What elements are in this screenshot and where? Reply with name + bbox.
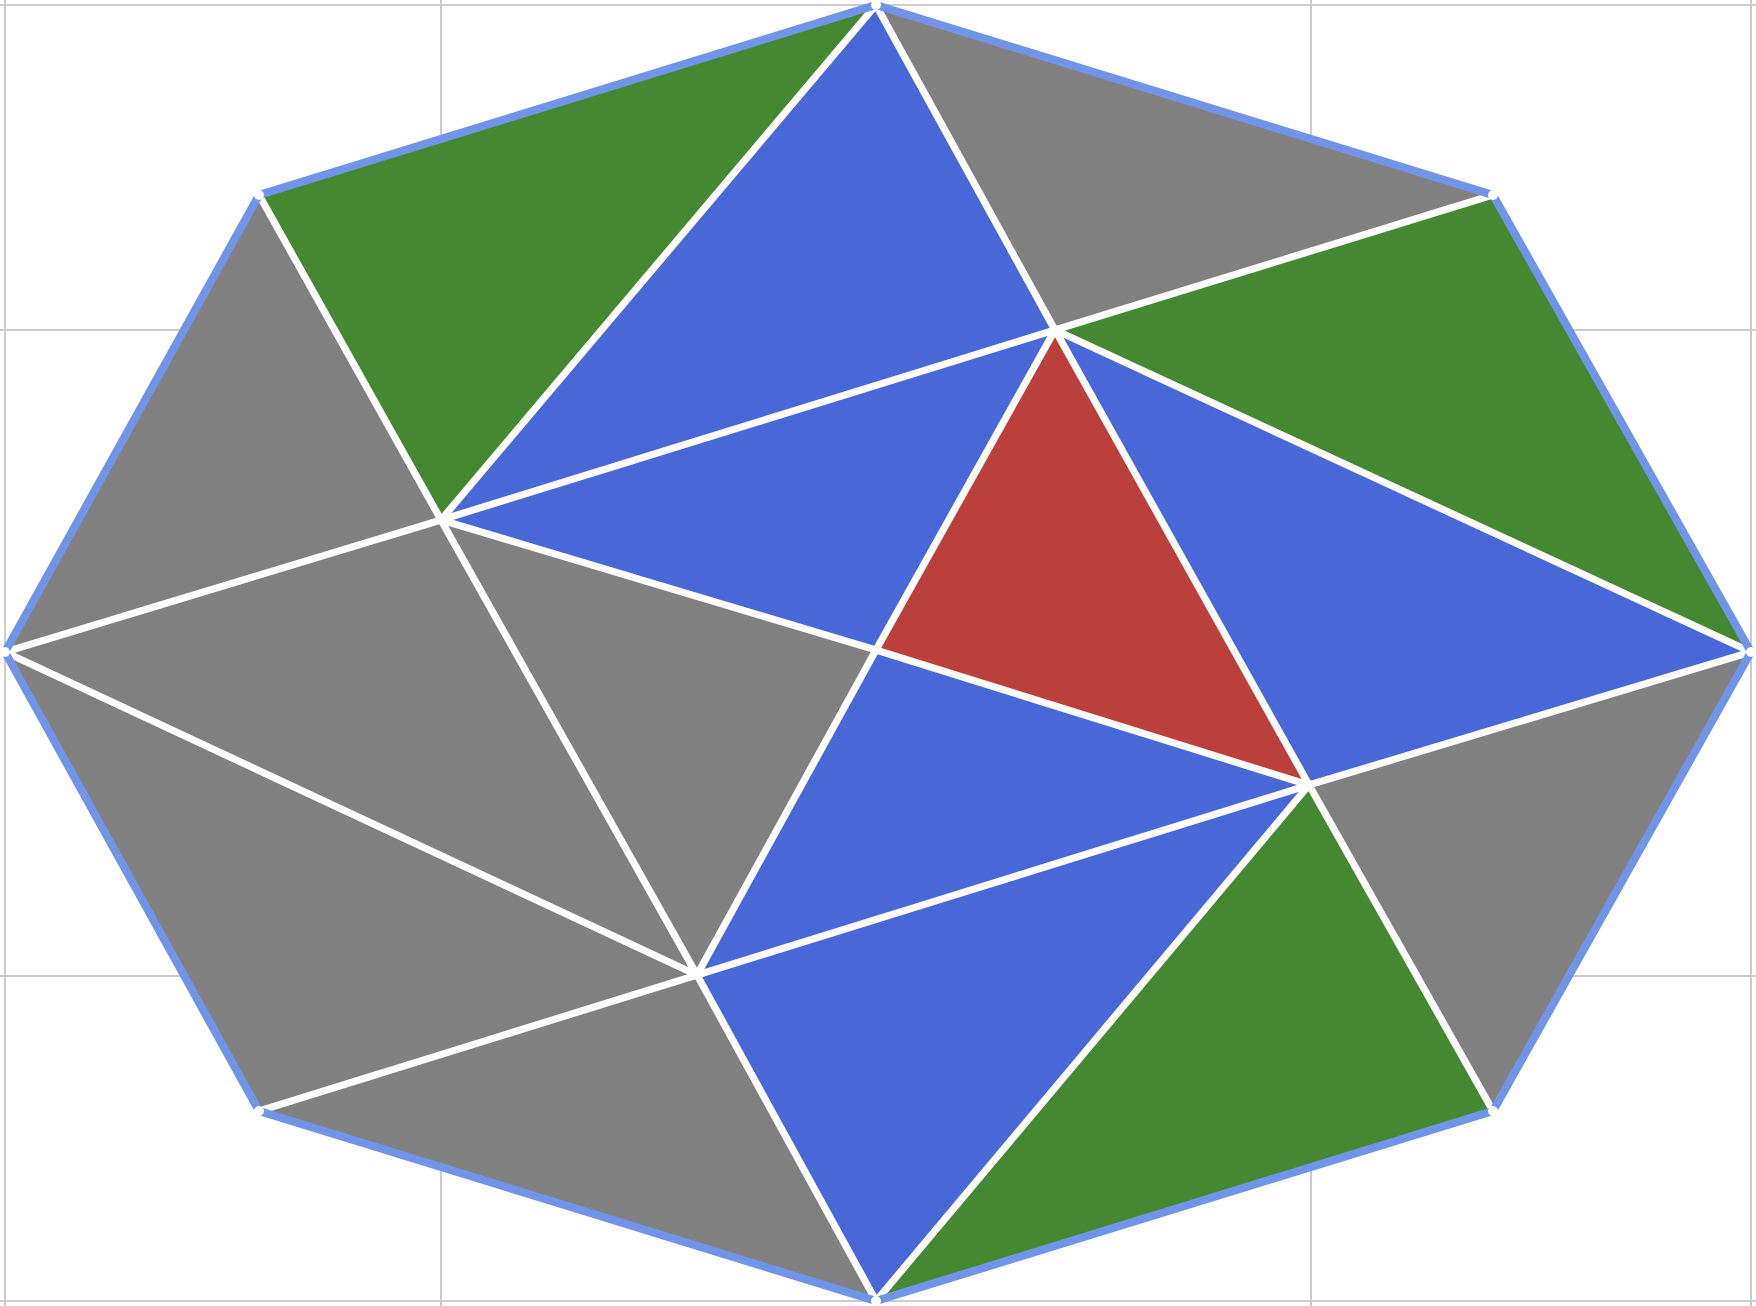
vertex-point — [1488, 1106, 1498, 1116]
vertex-point — [254, 1106, 264, 1116]
vertex-point — [692, 970, 702, 980]
triangle-center-red — [872, 326, 1313, 789]
vertex-point — [0, 647, 10, 657]
vertex-point — [1746, 647, 1756, 657]
vertex-point — [871, 1296, 881, 1306]
vertex-point — [871, 645, 881, 655]
vertex-point — [1488, 190, 1498, 200]
vertex-point — [871, 0, 881, 10]
vertex-point — [254, 190, 264, 200]
vertex-point — [1050, 325, 1060, 335]
vertex-point — [436, 515, 446, 525]
vertex-point — [1304, 780, 1314, 790]
